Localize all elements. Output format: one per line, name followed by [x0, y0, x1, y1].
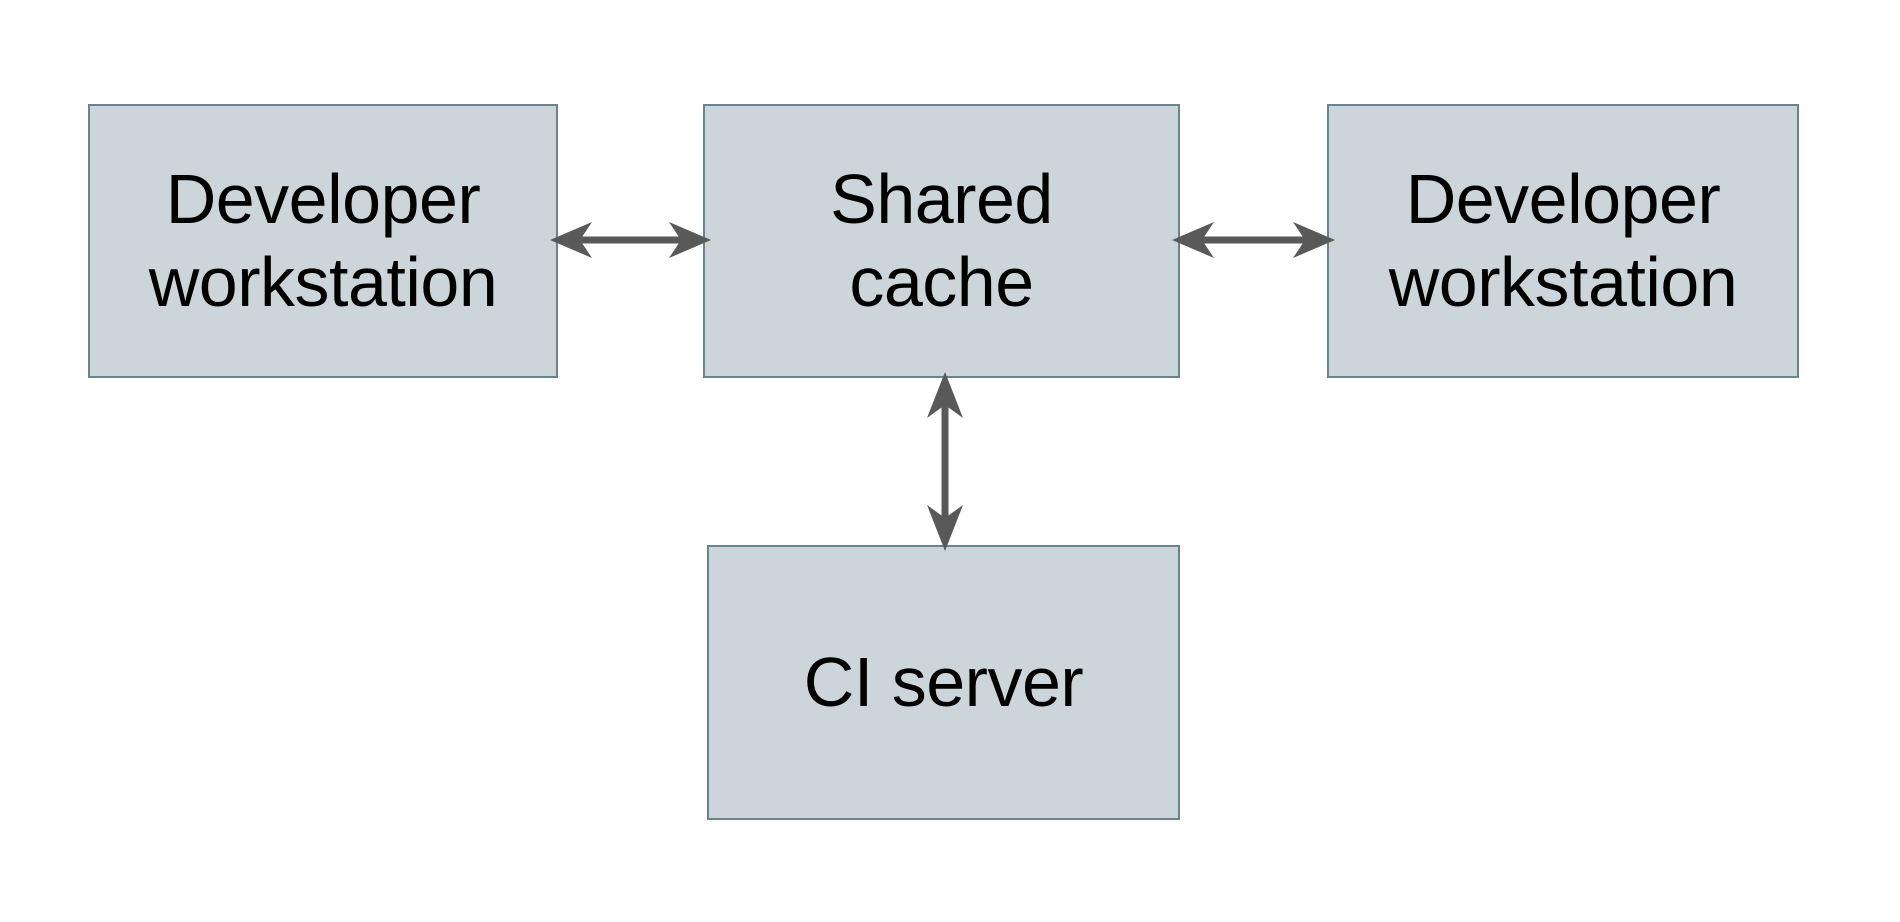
node-label: CI server	[803, 643, 1084, 722]
connector-cache-to-workstation	[1170, 205, 1337, 275]
node-shared-cache[interactable]: Shared cache	[703, 104, 1180, 378]
node-developer-workstation-right[interactable]: Developer workstation	[1327, 104, 1799, 378]
connector-cache-to-ci-server	[910, 370, 980, 553]
connector-workstation-to-cache	[548, 205, 713, 275]
node-ci-server[interactable]: CI server	[707, 545, 1180, 820]
node-label: Developer workstation	[148, 160, 498, 321]
node-label: Shared cache	[830, 160, 1053, 321]
double-arrow-horizontal-icon	[1172, 222, 1335, 258]
node-label: Developer workstation	[1388, 160, 1738, 321]
double-arrow-vertical-icon	[927, 372, 963, 551]
double-arrow-horizontal-icon	[550, 222, 711, 258]
node-developer-workstation-left[interactable]: Developer workstation	[88, 104, 558, 378]
